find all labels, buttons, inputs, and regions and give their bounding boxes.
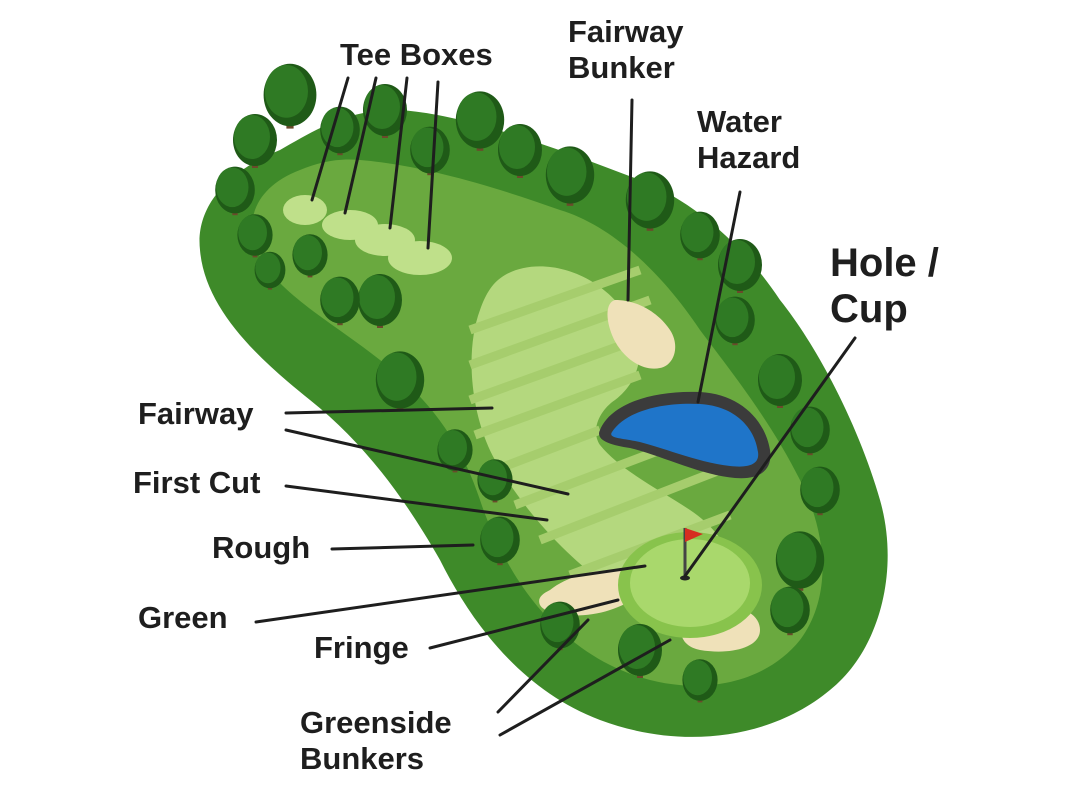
water-hazard: [599, 391, 771, 479]
tee-box-4: [388, 241, 452, 275]
tree-icon: [358, 274, 402, 328]
tree-icon: [254, 251, 286, 290]
label-green: Green: [138, 600, 228, 635]
leader-fringe: [428, 598, 620, 650]
tee-boxes: [283, 195, 452, 275]
tree-icon: [775, 531, 825, 591]
green-area: [630, 539, 750, 627]
leader-first-cut-b: [284, 484, 549, 522]
leader-tee-1: [310, 76, 350, 202]
label-rough: Rough: [212, 530, 311, 565]
tree-icon: [682, 659, 718, 703]
leader-rough: [330, 543, 475, 551]
leader-green: [254, 564, 647, 624]
leader-lines: [254, 76, 857, 737]
tree-icon: [233, 114, 277, 168]
tree-icon: [320, 276, 360, 326]
tree-icon: [292, 234, 328, 278]
tree-icon: [758, 354, 802, 408]
course-area: [199, 109, 888, 737]
tree-icon: [715, 296, 755, 346]
fairway-area: [471, 266, 729, 603]
label-greenside-bunkers: Greenside Bunkers: [300, 705, 452, 776]
leader-first-cut-a: [284, 428, 570, 496]
tree-icon: [237, 214, 273, 258]
label-fairway: Fairway: [138, 396, 254, 431]
tree-icon: [680, 211, 720, 261]
fairway-bunker: [607, 300, 676, 369]
tree-icon: [437, 429, 473, 473]
leader-tee-3: [388, 76, 409, 230]
label-first-cut: First Cut: [133, 465, 261, 500]
leader-fairway-bunker: [626, 98, 634, 302]
label-fairway-bunker: Fairway Bunker: [568, 14, 684, 85]
leader-bunker-b: [498, 638, 672, 737]
flag-icon: [680, 528, 703, 581]
leader-hole-cup: [683, 336, 857, 578]
label-fringe: Fringe: [314, 630, 409, 665]
leader-fairway: [284, 406, 494, 415]
tree-icon: [625, 171, 675, 231]
tree-icon: [800, 466, 840, 516]
tree-icon: [215, 166, 255, 216]
tree-icon: [618, 624, 662, 678]
label-water-hazard: Water Hazard: [697, 104, 801, 175]
label-tee-boxes: Tee Boxes: [340, 37, 493, 72]
tree-icon: [498, 124, 542, 178]
label-hole-cup: Hole / Cup: [830, 241, 939, 331]
tree-icon: [545, 146, 595, 206]
leader-tee-2: [343, 76, 378, 215]
tree-icon: [770, 586, 810, 636]
leader-water-hazard: [696, 190, 742, 404]
leader-bunker-a: [496, 618, 590, 714]
tree-icon: [375, 351, 425, 411]
tree-icon: [477, 459, 513, 503]
tree-icon: [263, 63, 317, 129]
tree-icon: [480, 516, 520, 566]
tee-box-1: [283, 195, 327, 225]
leader-tee-4: [426, 80, 440, 250]
tree-icon: [455, 91, 505, 151]
